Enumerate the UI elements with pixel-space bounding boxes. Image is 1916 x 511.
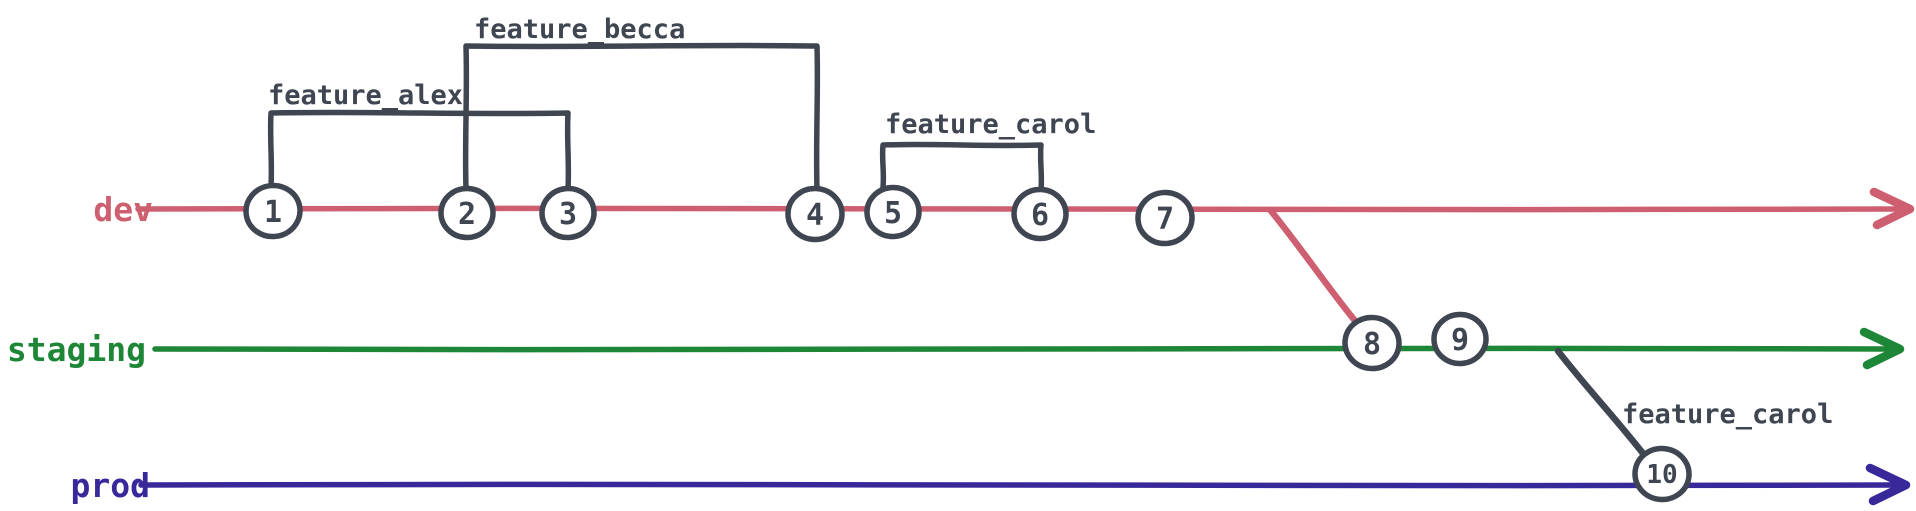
commit-node-4	[785, 185, 845, 243]
merge-link-staging-into-prod	[1554, 347, 1649, 460]
feature-bracket-feature_alex	[267, 109, 572, 192]
branch-arrowhead-staging	[1859, 327, 1905, 370]
commit-number-1: 1	[264, 195, 282, 230]
commit-node-5	[864, 184, 922, 240]
commit-node-2	[438, 185, 496, 241]
commit-number-2: 2	[458, 197, 476, 232]
feature-label-feature_carol: feature_carol	[885, 109, 1096, 140]
commit-number-10: 10	[1646, 460, 1677, 490]
commit-number-4: 4	[806, 198, 824, 233]
commit-node-8	[1342, 314, 1402, 372]
branch-label-prod: prod	[71, 466, 150, 505]
branch-label-staging: staging	[7, 330, 146, 369]
feature-bracket-feature_becca	[462, 42, 821, 192]
commit-number-8: 8	[1363, 327, 1381, 362]
commit-node-7	[1135, 189, 1195, 247]
merge-label-staging-into-prod: feature_carol	[1622, 399, 1833, 430]
branch-arrowhead-dev	[1869, 187, 1915, 230]
commit-number-5: 5	[884, 196, 902, 231]
feature-bracket-feature_carol	[879, 141, 1045, 193]
commit-number-3: 3	[559, 197, 577, 232]
commit-node-6	[1011, 186, 1069, 242]
branch-line-staging	[152, 345, 1893, 353]
branch-line-prod	[138, 481, 1899, 489]
branch-arrowhead-prod	[1865, 463, 1911, 506]
commit-node-1	[243, 182, 303, 240]
commit-number-6: 6	[1031, 198, 1049, 233]
merge-link-dev-into-staging	[1267, 207, 1360, 326]
feature-label-feature_alex: feature_alex	[268, 80, 463, 111]
feature-label-feature_becca: feature_becca	[474, 14, 685, 45]
commit-node-10	[1632, 445, 1692, 503]
commit-number-9: 9	[1451, 323, 1469, 358]
branch-label-dev: dev	[93, 190, 153, 229]
commit-node-3	[539, 185, 597, 241]
commit-number-7: 7	[1156, 202, 1174, 237]
commit-node-9	[1431, 311, 1489, 367]
